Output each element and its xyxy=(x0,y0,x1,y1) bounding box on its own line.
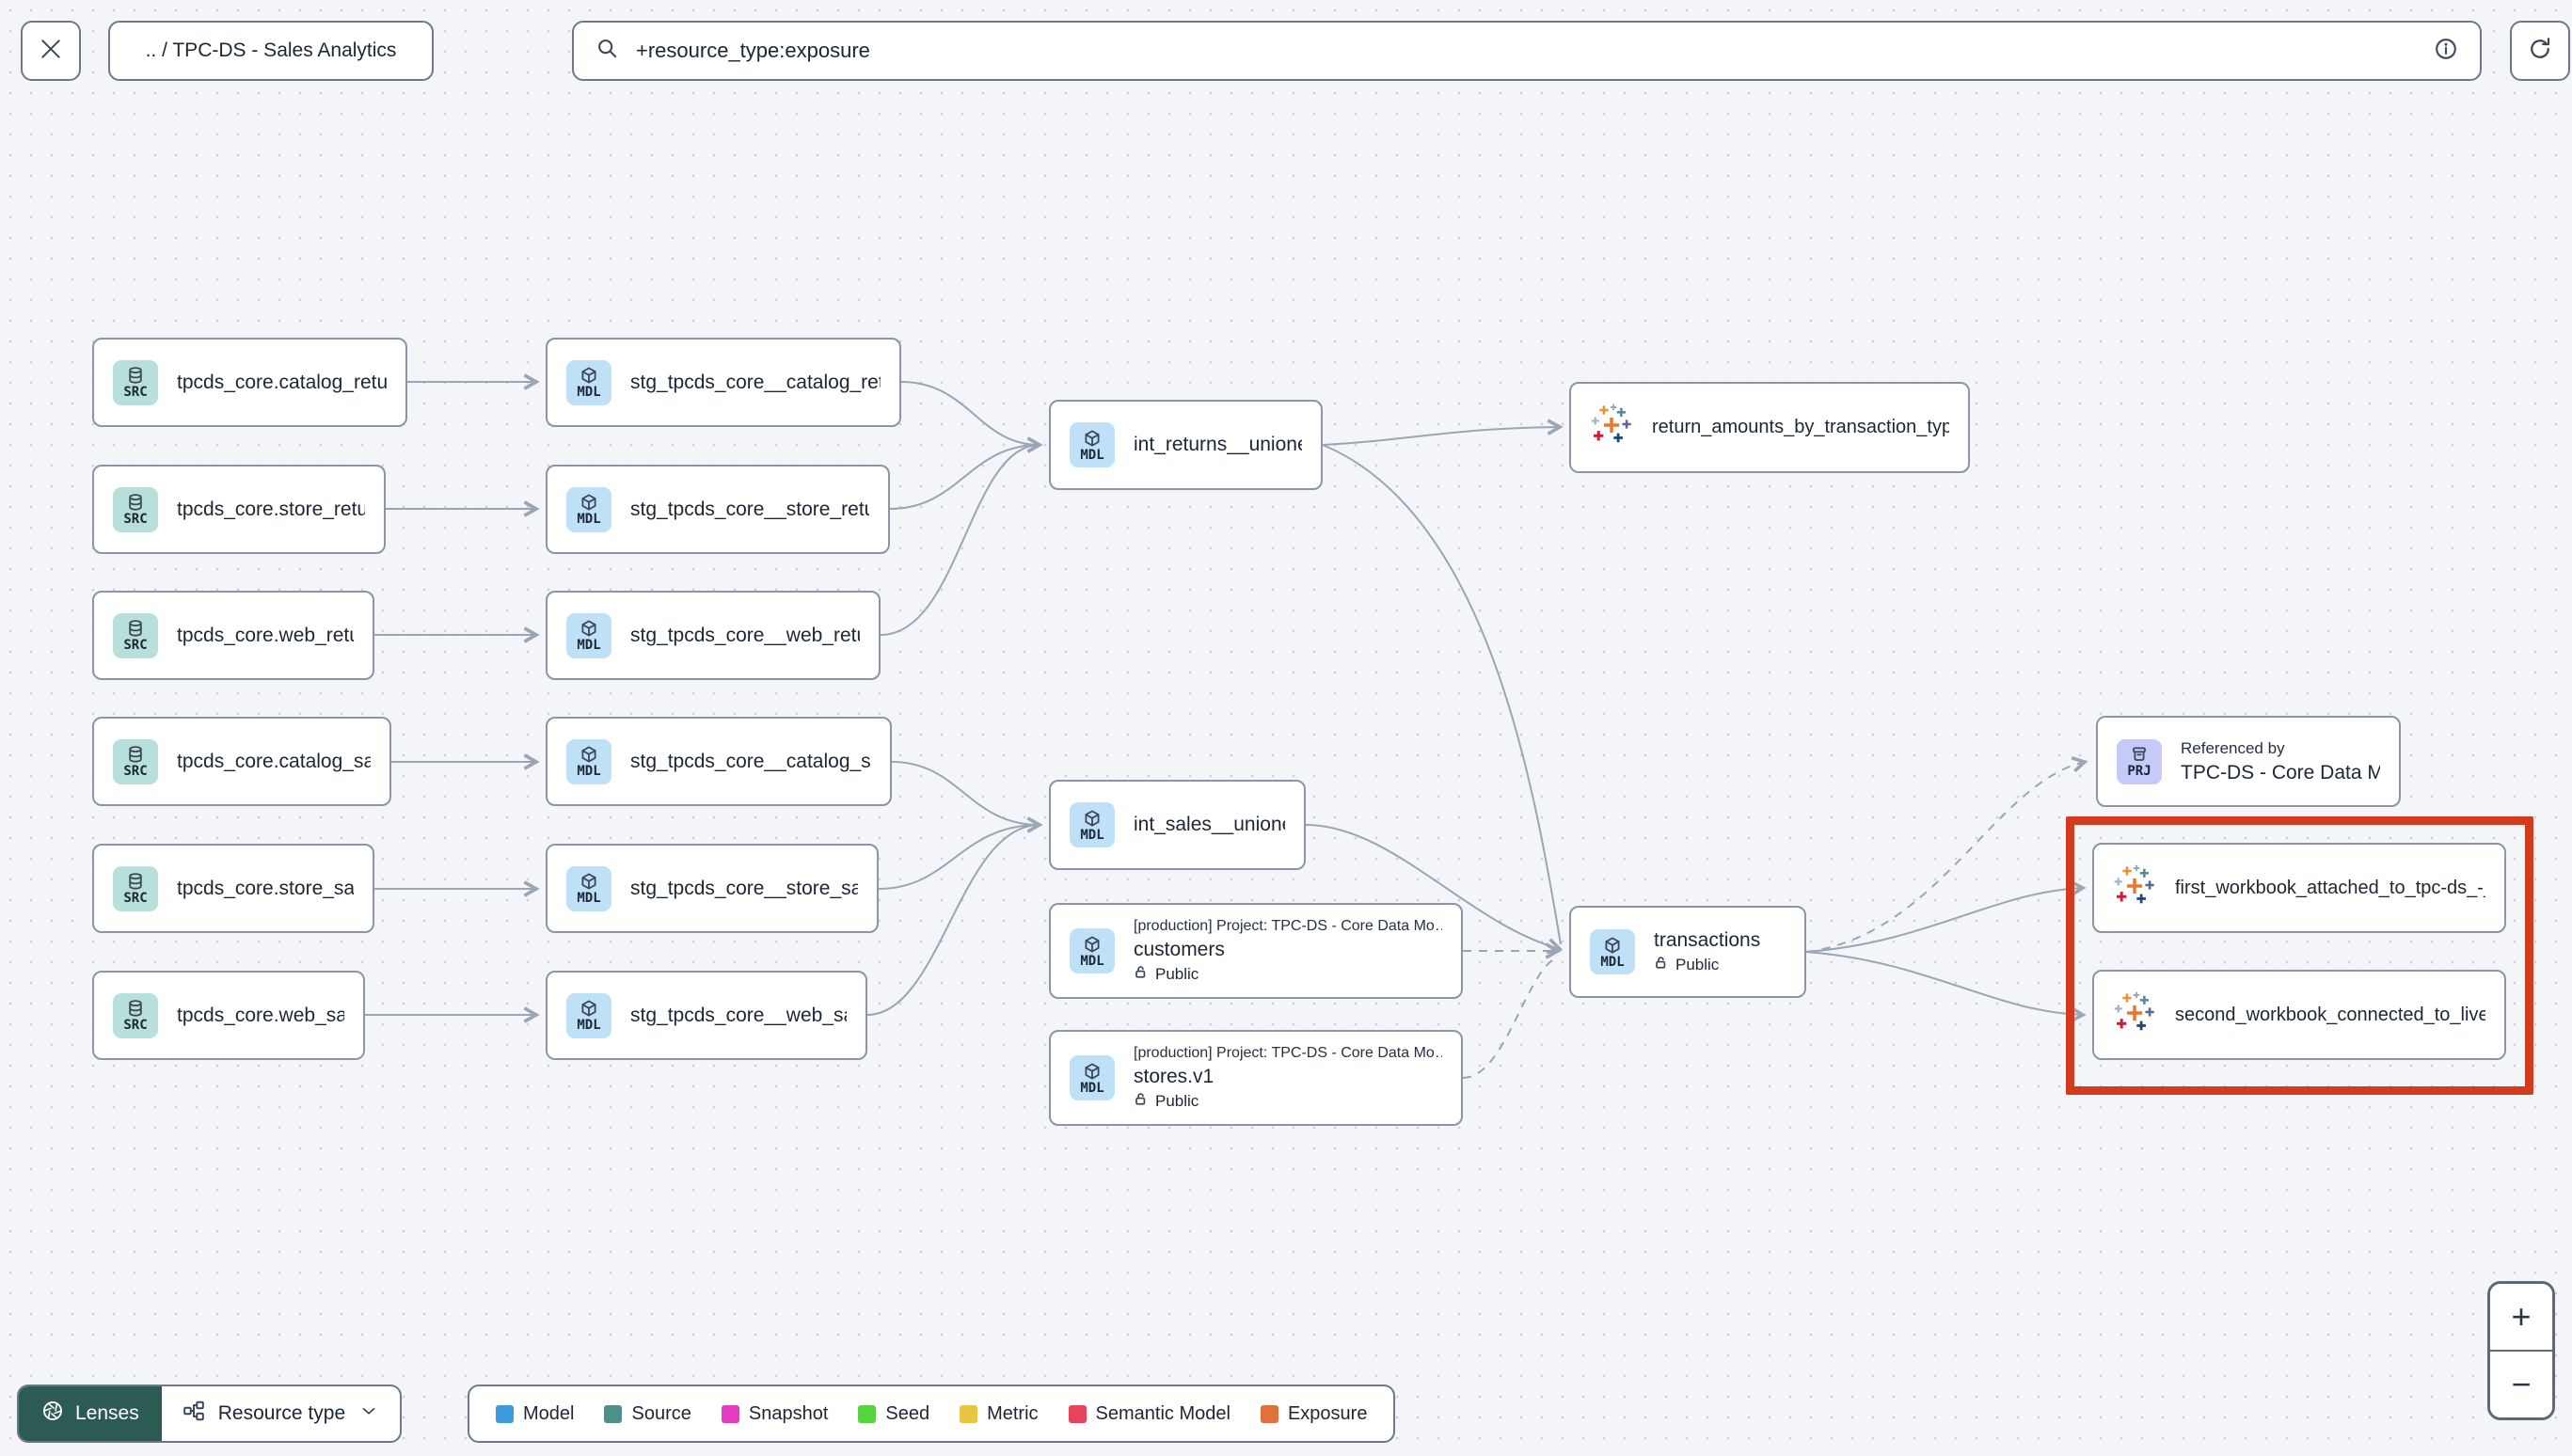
resource-type-icon xyxy=(183,1400,205,1428)
legend-item-model: Model xyxy=(496,1403,574,1425)
close-icon xyxy=(39,37,63,66)
model-cube-icon: MDL xyxy=(566,865,611,911)
project-label: [production] Project: TPC-DS - Core Data… xyxy=(1134,1045,1442,1061)
lenses-control-group: Lenses Resource type xyxy=(17,1385,403,1443)
source-db-icon: SRC xyxy=(113,738,158,784)
node-src-web-returns[interactable]: SRC tpcds_core.web_returns xyxy=(92,591,374,680)
resource-type-label: Resource type xyxy=(217,1402,346,1424)
exposure-color-chip xyxy=(1260,1404,1278,1423)
breadcrumb-label: .. / TPC-DS - Sales Analytics xyxy=(145,40,397,61)
resource-type-legend: Model Source Snapshot Seed Metric Semant… xyxy=(468,1385,1396,1443)
node-int-sales-unioned[interactable]: MDL int_sales__unioned xyxy=(1049,780,1306,870)
node-src-catalog-sales[interactable]: SRC tpcds_core.catalog_sales xyxy=(92,717,391,806)
legend-item-metric: Metric xyxy=(960,1403,1039,1425)
tableau-icon xyxy=(2113,991,2156,1039)
node-src-store-sales[interactable]: SRC tpcds_core.store_sales xyxy=(92,844,374,933)
highlight-box xyxy=(2066,816,2533,1095)
model-cube-icon: MDL xyxy=(566,738,611,784)
legend-item-seed: Seed xyxy=(858,1403,929,1425)
model-cube-icon: MDL xyxy=(1070,1055,1115,1100)
lens-aperture-icon xyxy=(41,1400,64,1428)
model-cube-icon: MDL xyxy=(1070,422,1115,467)
model-cube-icon: MDL xyxy=(1070,928,1115,973)
access-badge: Public xyxy=(1654,956,1760,974)
model-cube-icon: MDL xyxy=(566,486,611,532)
close-button[interactable] xyxy=(21,21,81,81)
node-exposure-return-amounts[interactable]: return_amounts_by_transaction_type xyxy=(1569,382,1970,473)
source-db-icon: SRC xyxy=(113,612,158,658)
node-project-reference[interactable]: PRJ Referenced by TPC-DS - Core Data Mod… xyxy=(2096,716,2401,807)
zoom-out-button[interactable]: − xyxy=(2490,1352,2552,1417)
source-db-icon: SRC xyxy=(113,865,158,911)
unlock-icon xyxy=(1654,956,1668,974)
source-db-icon: SRC xyxy=(113,359,158,405)
metric-color-chip xyxy=(960,1404,978,1423)
resource-type-dropdown[interactable]: Resource type xyxy=(162,1386,400,1441)
seed-color-chip xyxy=(858,1404,877,1423)
search-bar[interactable] xyxy=(572,21,2482,81)
node-stg-catalog-sales[interactable]: MDL stg_tpcds_core__catalog_sales xyxy=(546,717,892,806)
info-icon[interactable] xyxy=(2433,36,2459,67)
node-int-returns-unioned[interactable]: MDL int_returns__unioned xyxy=(1049,400,1323,490)
node-stg-web-returns[interactable]: MDL stg_tpcds_core__web_returns xyxy=(546,591,881,680)
legend-item-exposure: Exposure xyxy=(1260,1403,1367,1425)
refresh-button[interactable] xyxy=(2510,21,2570,81)
node-stg-catalog-returns[interactable]: MDL stg_tpcds_core__catalog_returns xyxy=(546,338,901,427)
node-exposure-first-workbook[interactable]: first_workbook_attached_to_tpc-ds_-_… xyxy=(2092,843,2506,933)
node-src-catalog-returns[interactable]: SRC tpcds_core.catalog_returns xyxy=(92,338,407,427)
zoom-controls: + − xyxy=(2487,1281,2555,1420)
tableau-icon xyxy=(2113,864,2156,912)
search-input[interactable] xyxy=(636,39,2418,63)
node-transactions[interactable]: MDL transactions Public xyxy=(1569,906,1806,998)
project-archive-icon: PRJ xyxy=(2117,738,2162,784)
node-stg-store-sales[interactable]: MDL stg_tpcds_core__store_sales xyxy=(546,844,879,933)
unlock-icon xyxy=(1134,1092,1148,1111)
semantic-model-color-chip xyxy=(1068,1404,1087,1423)
model-cube-icon: MDL xyxy=(1590,929,1635,974)
source-db-icon: SRC xyxy=(113,992,158,1038)
chevron-down-icon xyxy=(358,1401,379,1427)
referenced-by-label: Referenced by xyxy=(2181,738,2285,757)
model-cube-icon: MDL xyxy=(566,612,611,658)
node-stores-v1[interactable]: MDL [production] Project: TPC-DS - Core … xyxy=(1049,1030,1463,1126)
model-cube-icon: MDL xyxy=(566,992,611,1038)
lenses-button[interactable]: Lenses xyxy=(19,1386,162,1441)
breadcrumb[interactable]: .. / TPC-DS - Sales Analytics xyxy=(108,21,434,81)
node-src-web-sales[interactable]: SRC tpcds_core.web_sales xyxy=(92,971,365,1060)
model-color-chip xyxy=(496,1404,514,1423)
zoom-in-button[interactable]: + xyxy=(2490,1284,2552,1352)
legend-item-semantic-model: Semantic Model xyxy=(1068,1403,1230,1425)
project-label: [production] Project: TPC-DS - Core Data… xyxy=(1134,918,1442,934)
source-color-chip xyxy=(604,1404,623,1423)
tableau-icon xyxy=(1590,404,1633,451)
model-cube-icon: MDL xyxy=(566,359,611,405)
access-badge: Public xyxy=(1134,1092,1442,1111)
lenses-label: Lenses xyxy=(75,1402,139,1424)
node-stg-web-sales[interactable]: MDL stg_tpcds_core__web_sales xyxy=(546,971,867,1060)
node-src-store-returns[interactable]: SRC tpcds_core.store_returns xyxy=(92,465,386,554)
legend-item-source: Source xyxy=(604,1403,691,1425)
unlock-icon xyxy=(1134,965,1148,984)
node-exposure-second-workbook[interactable]: second_workbook_connected_to_live… xyxy=(2092,970,2506,1060)
model-cube-icon: MDL xyxy=(1070,802,1115,847)
source-db-icon: SRC xyxy=(113,486,158,532)
search-icon xyxy=(595,36,621,67)
legend-item-snapshot: Snapshot xyxy=(721,1403,828,1425)
access-badge: Public xyxy=(1134,965,1442,984)
node-stg-store-returns[interactable]: MDL stg_tpcds_core__store_returns xyxy=(546,465,890,554)
refresh-icon xyxy=(2526,35,2554,68)
node-customers[interactable]: MDL [production] Project: TPC-DS - Core … xyxy=(1049,903,1463,999)
snapshot-color-chip xyxy=(721,1404,739,1423)
